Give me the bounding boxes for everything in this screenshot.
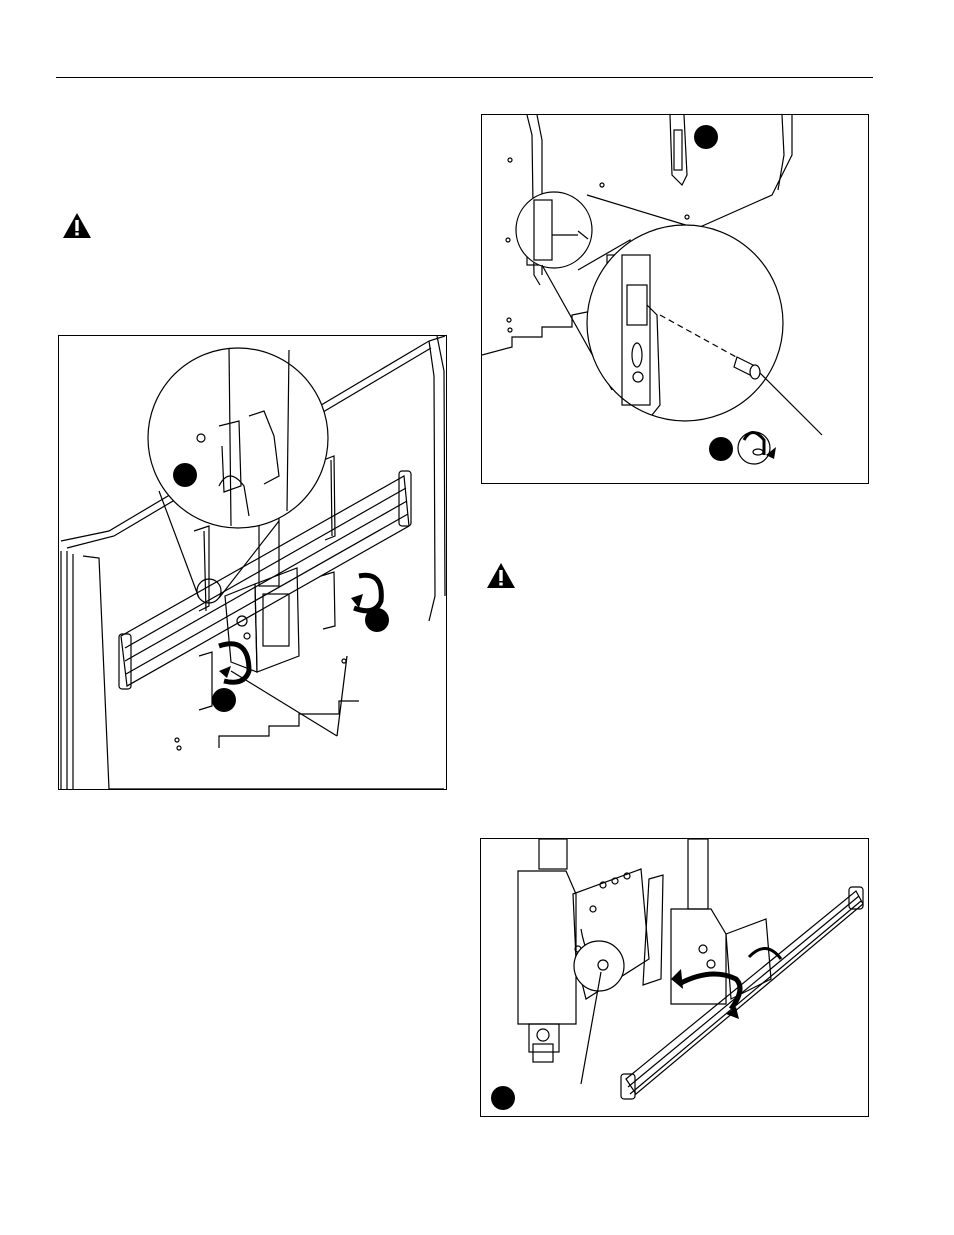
rail-rotate-illustration [481, 839, 868, 1116]
warning-triangle-icon [486, 562, 516, 589]
figure-display-latch [58, 335, 447, 790]
figure-rail-rotate [480, 838, 869, 1117]
header-rule [56, 77, 873, 78]
display-latch-illustration [59, 336, 446, 789]
figure-screw-install [481, 114, 869, 484]
warning-triangle-icon [62, 212, 92, 239]
screw-install-illustration [482, 115, 868, 483]
